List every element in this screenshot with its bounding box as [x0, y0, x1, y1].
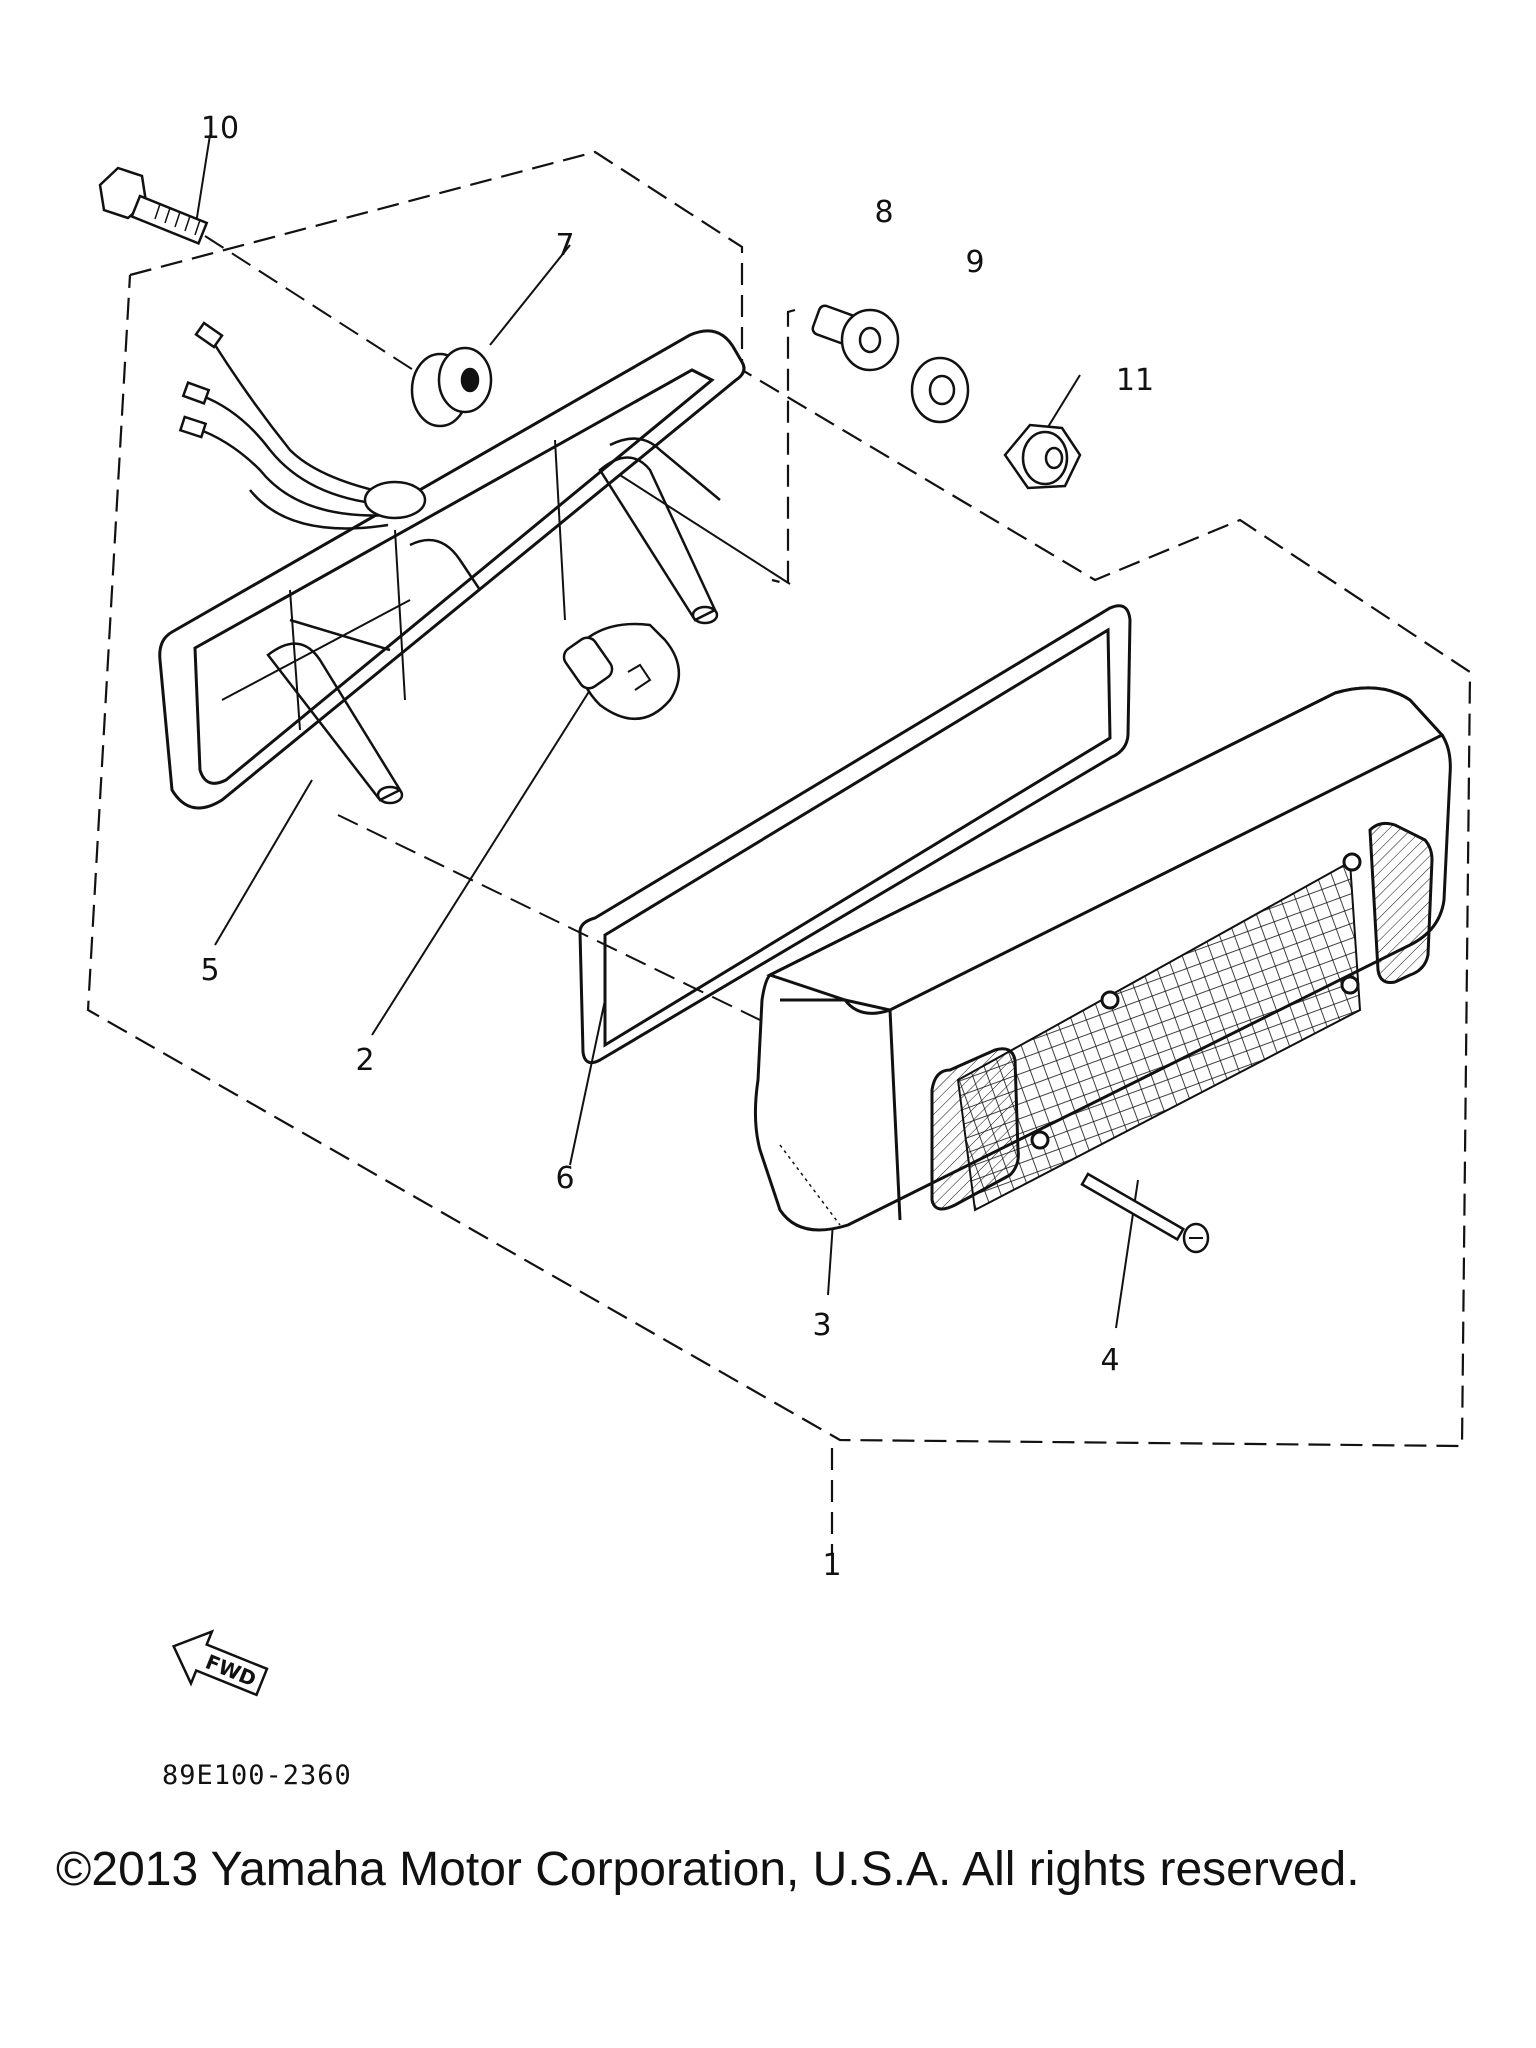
callout-8: 8 — [874, 195, 893, 230]
screw-4 — [1080, 1172, 1210, 1254]
bulb-2 — [562, 622, 681, 720]
callout-9: 9 — [965, 245, 984, 280]
bolt-10 — [98, 166, 209, 245]
wire-harness — [178, 321, 427, 530]
collar-8 — [811, 304, 900, 372]
gasket-6 — [578, 604, 1132, 1065]
nut-11 — [1003, 423, 1082, 490]
callout-5: 5 — [200, 953, 219, 988]
callout-10: 10 — [201, 111, 239, 146]
housing-5 — [158, 329, 746, 810]
grommet-7 — [410, 346, 493, 428]
callout-labels: 1 2 3 4 5 6 7 8 9 10 11 — [200, 111, 1154, 1583]
lens-3 — [753, 686, 1452, 1232]
callout-4: 4 — [1100, 1343, 1119, 1378]
copyright-notice: ©2013 Yamaha Motor Corporation, U.S.A. A… — [56, 1843, 1360, 1896]
diagram-code: 89E100-2360 — [162, 1760, 352, 1791]
callout-7: 7 — [555, 228, 574, 263]
callout-6: 6 — [555, 1161, 574, 1196]
callout-3: 3 — [812, 1308, 831, 1343]
assembly-outline — [86, 150, 1472, 1556]
callout-1: 1 — [822, 1548, 841, 1583]
callout-2: 2 — [355, 1043, 374, 1078]
forward-arrow: FWD — [171, 1629, 269, 1697]
washer-9 — [910, 356, 970, 424]
callout-11: 11 — [1116, 363, 1154, 398]
